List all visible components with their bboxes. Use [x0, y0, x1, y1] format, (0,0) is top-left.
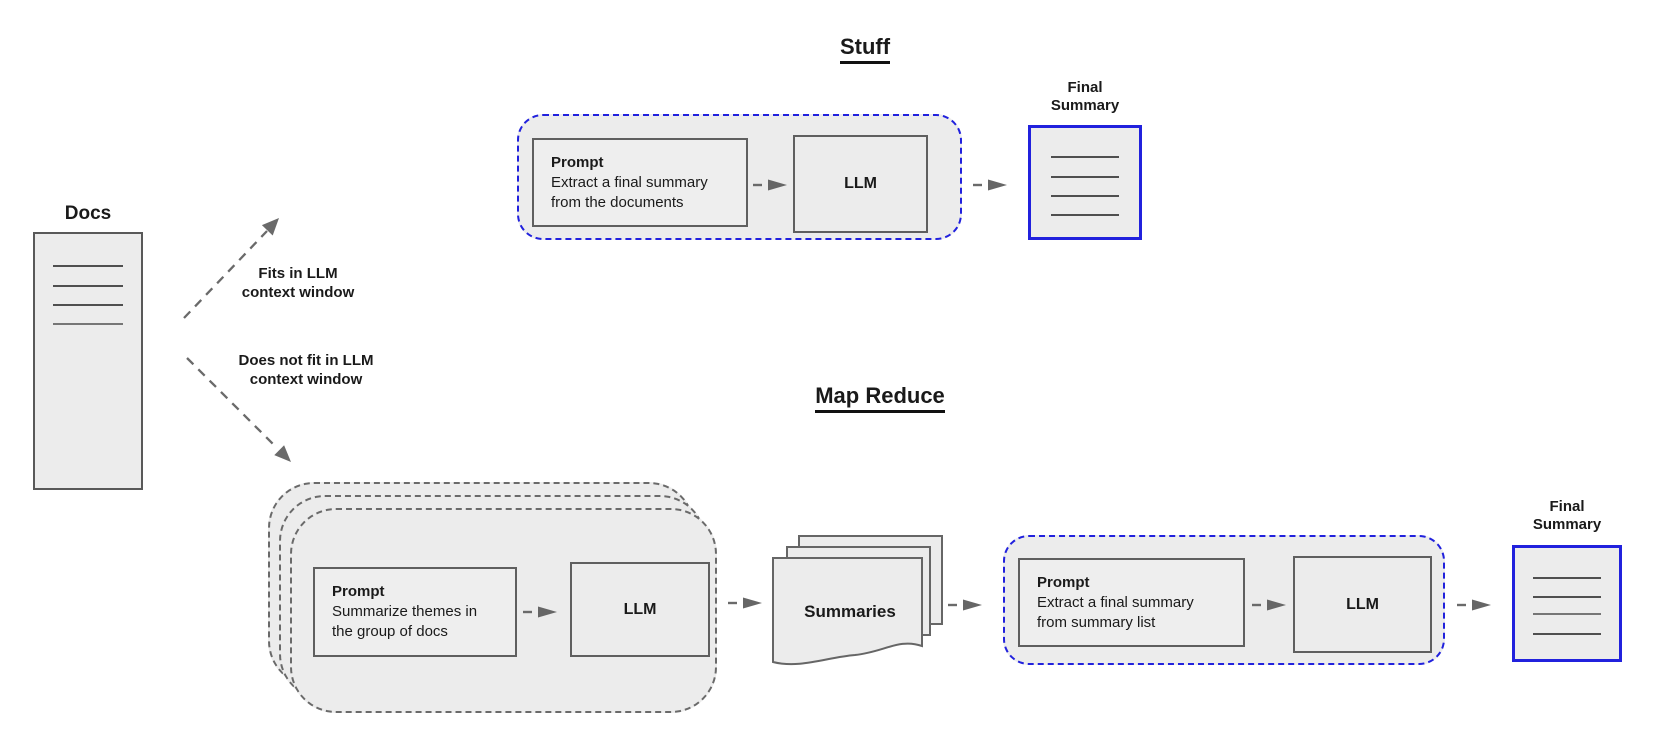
docs-label: Docs — [64, 203, 112, 224]
fits-branch-label: Fits in LLM context window — [241, 265, 355, 301]
summaries-label: Summaries — [804, 602, 896, 621]
stuff-section-title: Stuff — [790, 34, 940, 64]
doc-text-line — [1051, 195, 1119, 197]
dash-arrow-icon — [1252, 599, 1286, 611]
doc-text-line — [1533, 577, 1601, 579]
dash-arrow-icon — [973, 179, 1007, 191]
does-not-fit-branch-label: Does not fit in LLM context window — [238, 352, 374, 388]
doc-text-line — [1051, 176, 1119, 178]
doc-text-line — [1533, 613, 1601, 615]
dash-arrow-icon — [523, 606, 557, 618]
docs-document-shape — [33, 232, 143, 490]
dash-arrow-icon — [753, 179, 787, 191]
doc-text-line — [1533, 596, 1601, 598]
summaries-front-page — [772, 557, 923, 666]
map-reduce-section-title: Map Reduce — [780, 383, 980, 413]
map-reduce-final-summary-document — [1512, 545, 1622, 662]
stuff-prompt-box: Prompt Extract a final summary from the … — [532, 138, 748, 227]
doc-text-line — [1533, 633, 1601, 635]
map-llm-box: LLM — [570, 562, 710, 657]
stuff-final-summary-label: Final Summary — [1050, 79, 1120, 114]
fits-branch-arrow-icon — [183, 218, 279, 319]
doc-text-line — [1051, 156, 1119, 158]
doc-text-line — [53, 285, 123, 287]
stuff-llm-box: LLM — [793, 135, 928, 233]
dash-arrow-icon — [728, 597, 762, 609]
dash-arrow-icon — [1457, 599, 1491, 611]
map-reduce-final-summary-label: Final Summary — [1532, 498, 1602, 533]
does-not-fit-branch-arrow-icon — [186, 357, 291, 462]
reduce-prompt-box: Prompt Extract a final summary from summ… — [1018, 558, 1245, 647]
doc-text-line — [1051, 214, 1119, 216]
stuff-final-summary-document — [1028, 125, 1142, 240]
doc-text-line — [53, 265, 123, 267]
dash-arrow-icon — [948, 599, 982, 611]
doc-text-line — [53, 323, 123, 325]
doc-text-line — [53, 304, 123, 306]
reduce-llm-box: LLM — [1293, 556, 1432, 653]
map-prompt-box: Prompt Summarize themes in the group of … — [313, 567, 517, 657]
